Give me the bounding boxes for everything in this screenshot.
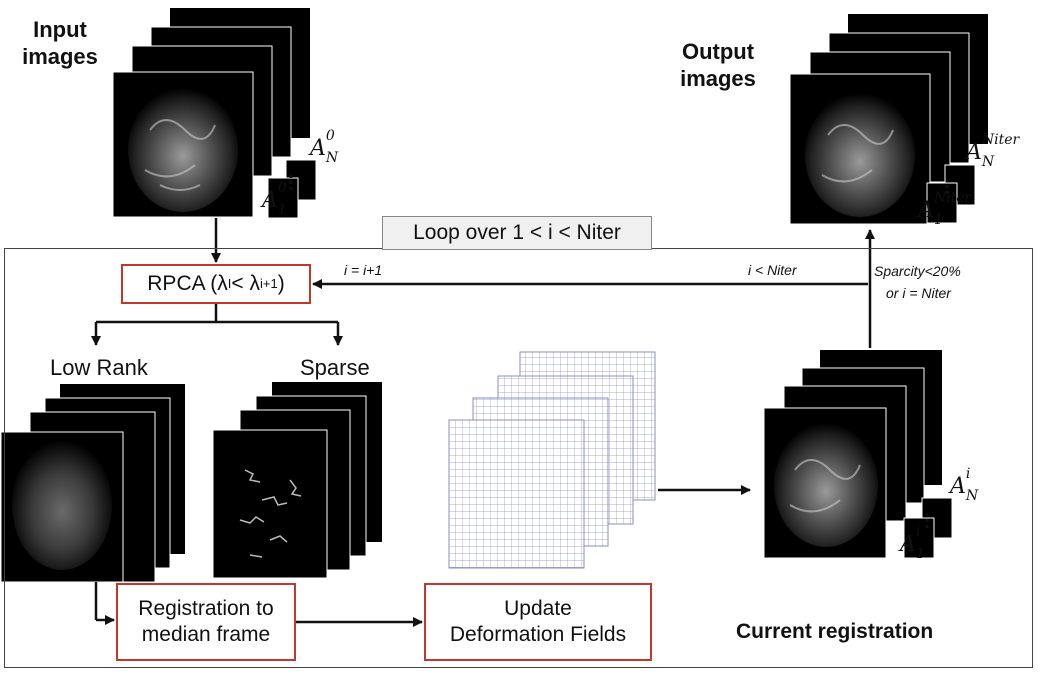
output-title-line1: Output bbox=[681, 39, 755, 64]
output-images-title: Output images bbox=[668, 38, 768, 92]
registration-line1: Registration to bbox=[138, 597, 274, 620]
input-stack-tail bbox=[267, 159, 317, 219]
update-box: Update Deformation Fields bbox=[424, 583, 652, 661]
sparse-label: Sparse bbox=[300, 355, 370, 380]
input-title-line1: Input bbox=[33, 17, 87, 42]
edge-label-stop: Sparcity<20% or i = Niter bbox=[874, 260, 961, 304]
update-line2: Deformation Fields bbox=[449, 623, 627, 646]
stop-line1: Sparcity<20% bbox=[874, 263, 961, 279]
current-image-stack bbox=[763, 350, 953, 559]
low-rank-label: Low Rank bbox=[50, 355, 148, 380]
edge-label-condition: i < Niter bbox=[748, 262, 797, 278]
deformation-grid-stack bbox=[448, 351, 656, 569]
registration-line2: median frame bbox=[141, 623, 271, 646]
current-registration-label: Current registration bbox=[736, 620, 934, 643]
output-image-stack bbox=[789, 14, 988, 225]
input-title-line2: images bbox=[22, 44, 98, 69]
update-line1: Update bbox=[504, 597, 572, 620]
low-rank-image-stack bbox=[0, 384, 185, 583]
output-ellipsis: ... bbox=[944, 167, 951, 198]
registration-box: Registration to median frame bbox=[116, 583, 296, 661]
sparse-image-stack bbox=[212, 382, 382, 579]
input-images-title: Input images bbox=[6, 16, 114, 70]
current-ellipsis: ... bbox=[924, 501, 931, 532]
input-ellipsis: ... bbox=[288, 163, 295, 194]
stop-line2: or i = Niter bbox=[886, 285, 951, 301]
edge-label-increment: i = i+1 bbox=[344, 262, 383, 278]
input-image-stack bbox=[112, 8, 310, 218]
loop-label: Loop over 1 < i < Niter bbox=[382, 216, 652, 250]
edges bbox=[91, 218, 875, 627]
output-title-line2: images bbox=[680, 66, 756, 91]
